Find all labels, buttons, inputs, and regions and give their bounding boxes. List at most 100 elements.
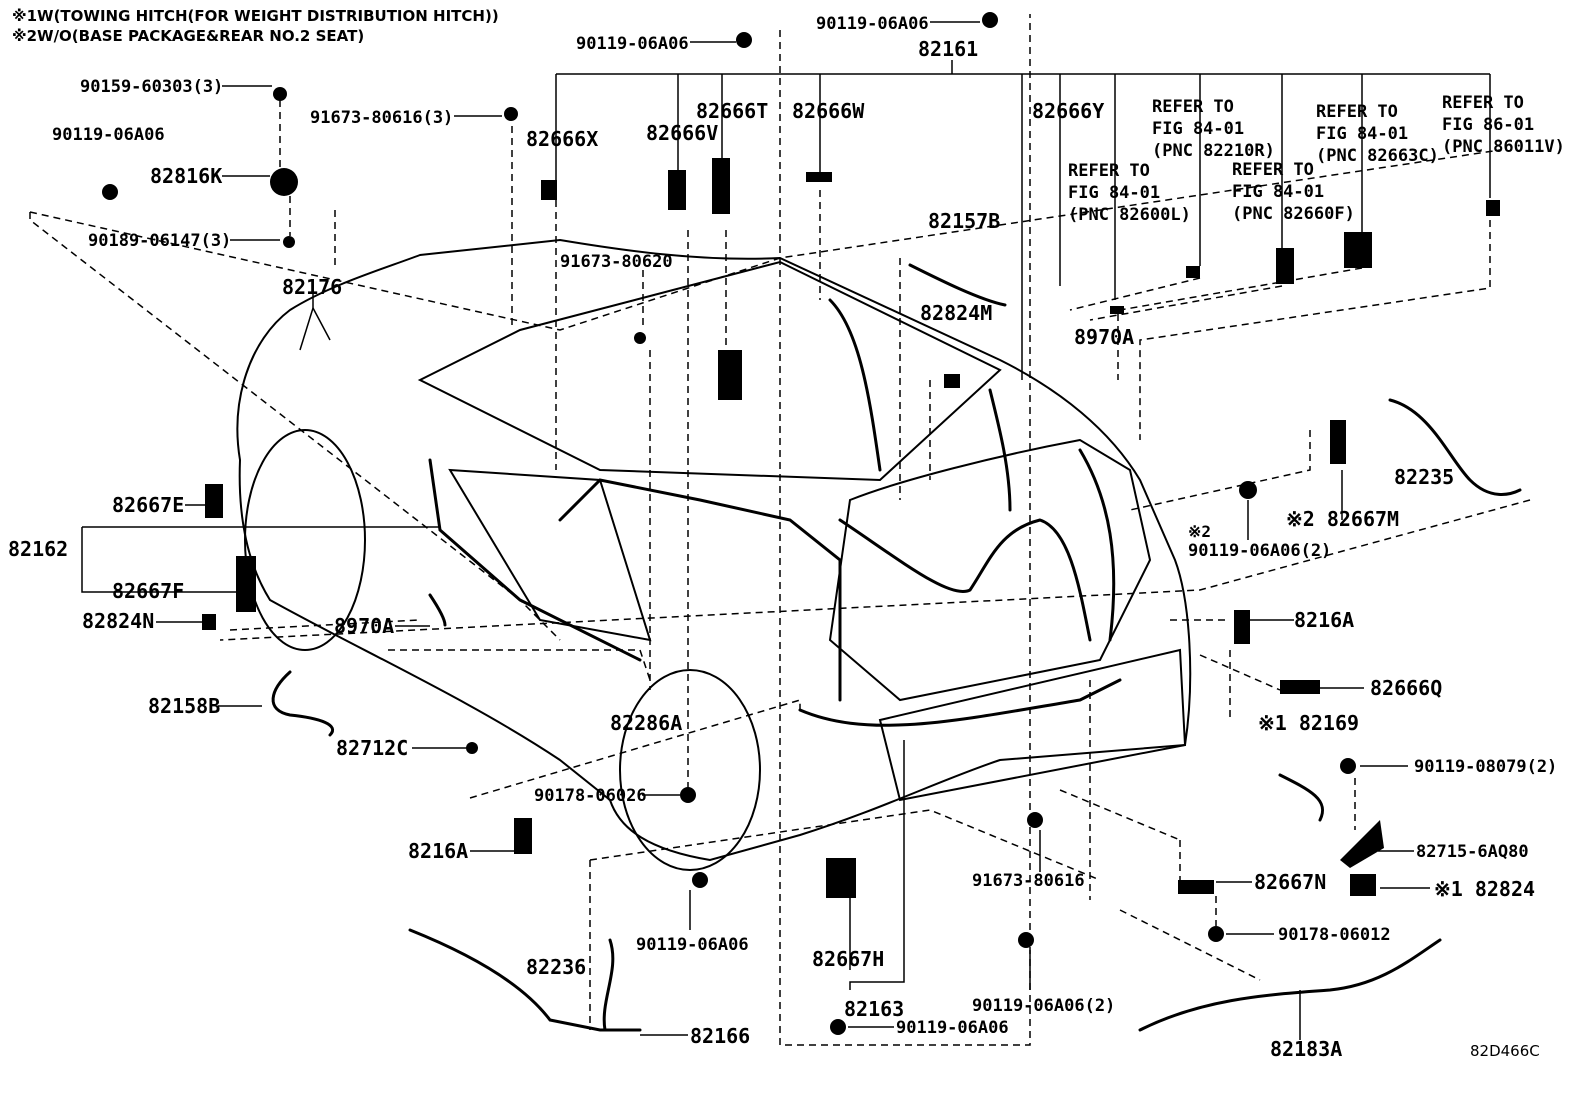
label-c2: 90119-06A06	[816, 14, 929, 34]
label-c38: ※1 82169	[1258, 711, 1359, 735]
label-c23: 8970A	[1074, 325, 1134, 349]
label-c13: 82666Y	[1032, 99, 1104, 123]
label-c9: 82666X	[526, 127, 598, 151]
part-bolt-3	[982, 12, 998, 28]
part-82660F	[1276, 248, 1294, 284]
label-c20: 91673-80620	[560, 252, 673, 272]
parts	[102, 12, 1500, 1035]
part-bolt-9	[830, 1019, 846, 1035]
part-82666Q	[1280, 680, 1320, 694]
label-c3: 82161	[918, 37, 978, 61]
note-2: ※2W/O(BASE PACKAGE&REAR NO.2 SEAT)	[12, 26, 499, 46]
part-82824N	[202, 614, 216, 630]
part-82824M	[944, 374, 960, 388]
part-82667F	[236, 556, 256, 612]
part-91673-80616	[504, 107, 518, 121]
label-c15c: (PNC 82663C)	[1316, 146, 1439, 166]
part-82667M	[1330, 420, 1346, 464]
label-c36: 82286A	[610, 711, 682, 735]
label-c28: 82824N	[82, 609, 154, 633]
part-8216A-left	[514, 818, 532, 854]
label-c39: 90119-08079(2)	[1414, 757, 1557, 777]
label-c48: 90119-06A06	[636, 935, 749, 955]
part-82715-6AQ80	[1340, 820, 1384, 868]
part-86011V	[1486, 200, 1500, 216]
part-90159	[273, 87, 287, 101]
part-82824	[1350, 874, 1376, 896]
callout-labels: 90119-06A06 90119-06A06 82161 90159-6030…	[8, 14, 1565, 1061]
label-c29: 8970A	[334, 614, 394, 638]
label-c47: 82236	[526, 955, 586, 979]
label-c30: ※2	[1188, 522, 1211, 541]
part-bolt-1	[102, 184, 118, 200]
label-c27: 82667F	[112, 579, 184, 603]
label-c25: 82667E	[112, 493, 184, 517]
part-82816K	[270, 168, 298, 196]
label-c14b: FIG 84-01	[1152, 119, 1244, 139]
label-c44: 82667N	[1254, 870, 1326, 894]
label-c11: 82666T	[696, 99, 768, 123]
label-c6: 90119-06A06	[52, 125, 165, 145]
label-c21: 82176	[282, 275, 342, 299]
part-block	[718, 350, 742, 400]
label-c33: 8216A	[1294, 608, 1354, 632]
label-c7: 82816K	[150, 164, 222, 188]
part-90189	[283, 236, 295, 248]
label-c16b: FIG 86-01	[1442, 115, 1534, 135]
label-c37: 82712C	[336, 736, 408, 760]
part-82663C	[1344, 232, 1372, 268]
label-c18b: FIG 84-01	[1232, 182, 1324, 202]
part-bolt-6	[1027, 812, 1043, 828]
label-c32: ※2 82667M	[1286, 507, 1399, 531]
label-c53: 90119-06A06	[896, 1018, 1009, 1038]
note-2-mark: ※2	[12, 27, 38, 45]
part-82600L	[1110, 306, 1124, 314]
label-c4: 90159-60303(3)	[80, 77, 223, 97]
label-c19: 82157B	[928, 209, 1000, 233]
label-c34: 82666Q	[1370, 676, 1442, 700]
label-c18a: REFER TO	[1232, 160, 1314, 180]
label-c54: 82183A	[1270, 1037, 1342, 1061]
label-c17a: REFER TO	[1068, 161, 1150, 181]
label-c35: 82158B	[148, 694, 220, 718]
label-c40: 90178-06026	[534, 786, 647, 806]
part-bolt-2	[736, 32, 752, 48]
part-82667H	[826, 858, 856, 898]
part-82712C	[466, 742, 478, 754]
label-c41: 8216A	[408, 839, 468, 863]
label-c49: 82667H	[812, 947, 884, 971]
leader-lines	[29, 14, 1531, 1046]
part-90178-06012	[1208, 926, 1224, 942]
label-c1: 90119-06A06	[576, 34, 689, 54]
note-1: ※1W(TOWING HITCH(FOR WEIGHT DISTRIBUTION…	[12, 6, 499, 26]
figure-code: 82D466C	[1470, 1042, 1540, 1060]
part-82667E	[205, 484, 223, 518]
part-bolt-7	[692, 872, 708, 888]
label-c17b: FIG 84-01	[1068, 183, 1160, 203]
label-c26: 82162	[8, 537, 68, 561]
label-c31: 90119-06A06(2)	[1188, 541, 1331, 561]
note-1-mark: ※1	[12, 7, 38, 25]
part-91673-80620	[634, 332, 646, 344]
note-1-text: W(TOWING HITCH(FOR WEIGHT DISTRIBUTION H…	[37, 7, 499, 25]
label-c16c: (PNC 86011V)	[1442, 137, 1565, 157]
wire-harnesses	[271, 263, 1522, 1032]
part-bolt-8	[1018, 932, 1034, 948]
label-c42: 82715-6AQ80	[1416, 842, 1529, 862]
part-82666T	[712, 158, 730, 214]
label-c51: 82163	[844, 997, 904, 1021]
label-c17c: (PNC 82600L)	[1068, 205, 1191, 225]
label-c15b: FIG 84-01	[1316, 124, 1408, 144]
label-c5: 91673-80616(3)	[310, 108, 453, 128]
label-c15a: REFER TO	[1316, 102, 1398, 122]
label-c18c: (PNC 82660F)	[1232, 204, 1355, 224]
label-c46: 90178-06012	[1278, 925, 1391, 945]
label-c16a: REFER TO	[1442, 93, 1524, 113]
diagram-notes: ※1W(TOWING HITCH(FOR WEIGHT DISTRIBUTION…	[12, 6, 499, 46]
label-c22: 82824M	[920, 301, 992, 325]
label-c8: 90189-06147(3)	[88, 231, 231, 251]
label-c50: 90119-06A06(2)	[972, 996, 1115, 1016]
part-82667N	[1178, 880, 1214, 894]
part-bolt-4	[1239, 481, 1257, 499]
